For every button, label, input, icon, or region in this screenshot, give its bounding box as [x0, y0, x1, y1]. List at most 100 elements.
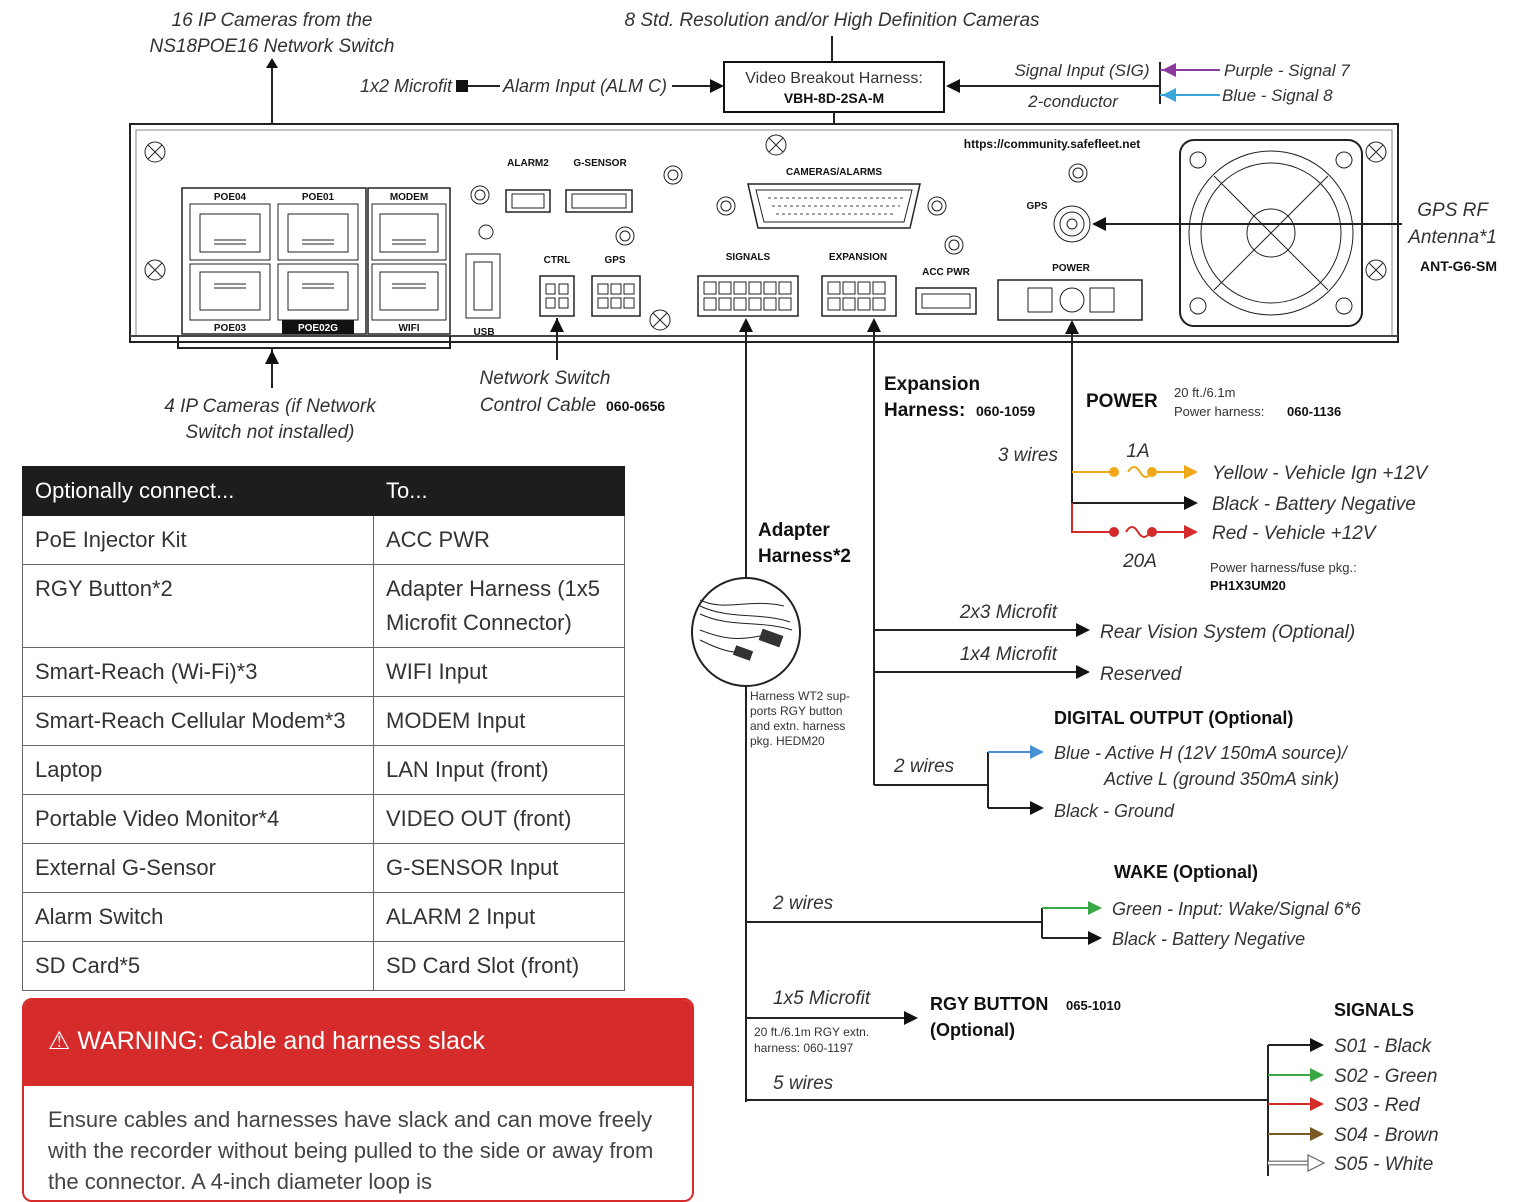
- exp-part: 060-1059: [976, 403, 1035, 419]
- microfit-2x3-label: 2x3 Microfit: [959, 602, 1058, 623]
- nsc-label-line2: Control Cable: [480, 395, 596, 416]
- port-cell: VIDEO OUT (front): [373, 794, 625, 844]
- port-poe03-label: POE03: [214, 323, 247, 334]
- vbh-box: [723, 61, 945, 113]
- optional-connections-table: Optionally connect... To... PoE Injector…: [22, 466, 625, 991]
- port-cell: ALARM 2 Input: [373, 892, 625, 942]
- adapter-label-2: Harness*2: [758, 546, 851, 567]
- signal-input-label: Signal Input (SIG): [1014, 61, 1149, 80]
- device-cell: Portable Video Monitor*4: [22, 794, 374, 844]
- exp-label-line2: Harness:: [884, 400, 965, 421]
- wiring-diagram: 16 IP Cameras from the NS18POE16 Network…: [129, 10, 1497, 1176]
- exp-label-line1: Expansion: [884, 374, 980, 395]
- s05-label: S05 - White: [1334, 1154, 1433, 1175]
- wt2-note-3: and extn. harness: [750, 719, 845, 733]
- microfit-1x4-label: 1x4 Microfit: [960, 644, 1058, 665]
- port-gps-connector-label: GPS: [604, 255, 625, 266]
- power-length: 20 ft./6.1m: [1174, 385, 1235, 400]
- two-wires-a-label: 2 wires: [893, 756, 955, 777]
- port-power-label: POWER: [1052, 263, 1091, 274]
- wake-title: WAKE (Optional): [1114, 862, 1258, 882]
- port-cell: LAN Input (front): [373, 745, 625, 795]
- vbh-part: VBH-8D-2SA-M: [784, 90, 884, 106]
- wt2-note-2: ports RGY button: [750, 704, 843, 718]
- yellow-wire-label: Yellow - Vehicle Ign +12V: [1212, 463, 1430, 484]
- table-header-cell: To...: [373, 466, 625, 516]
- device-cell: PoE Injector Kit: [22, 515, 374, 565]
- signals-title: SIGNALS: [1334, 1000, 1414, 1020]
- power-part: 060-1136: [1287, 404, 1341, 419]
- reserved-label: Reserved: [1100, 664, 1183, 685]
- port-alarm2-label: ALARM2: [507, 158, 549, 169]
- fuse-pkg-label: Power harness/fuse pkg.:: [1210, 560, 1357, 575]
- rgy-ext-line1: 20 ft./6.1m RGY extn.: [754, 1025, 869, 1039]
- wake-black-label: Black - Battery Negative: [1112, 929, 1305, 949]
- port-cell: ACC PWR: [373, 515, 625, 565]
- red-wire-label: Red - Vehicle +12V: [1212, 523, 1378, 544]
- warning-title: WARNING: Cable and harness slack: [77, 1027, 485, 1055]
- table-header-row: Optionally connect... To...: [22, 466, 625, 516]
- port-cell: SD Card Slot (front): [373, 941, 625, 991]
- support-url: https://community.safefleet.net: [964, 137, 1140, 151]
- port-expansion-label: EXPANSION: [829, 252, 887, 263]
- port-cell: WIFI Input: [373, 647, 625, 697]
- adapter-label-1: Adapter: [758, 520, 830, 541]
- vbh-title: Video Breakout Harness:: [745, 70, 923, 87]
- two-wires-b-label: 2 wires: [772, 893, 834, 914]
- rgy-optional: (Optional): [930, 1020, 1015, 1040]
- port-poe02g-label: POE02G: [298, 323, 338, 334]
- warning-icon: ⚠: [48, 1027, 71, 1055]
- five-wires-label: 5 wires: [773, 1073, 834, 1094]
- two-conductor-label: 2-conductor: [1027, 92, 1119, 111]
- gps-rf-label-1: GPS RF: [1417, 200, 1489, 221]
- rgy-ext-line2: harness: 060-1197: [754, 1041, 854, 1055]
- wt2-note-4: pkg. HEDM20: [750, 734, 825, 748]
- table-header-cell: Optionally connect...: [22, 466, 374, 516]
- alarm-input-label: Alarm Input (ALM C): [502, 76, 667, 96]
- port-cell: G-SENSOR Input: [373, 843, 625, 893]
- port-poe01-label: POE01: [302, 192, 335, 203]
- port-cell: Adapter Harness (1x5 Microfit Connector): [373, 564, 625, 648]
- recorder-rear-panel: POE04 POE01 MODEM POE03 POE02G WIFI USB …: [129, 123, 1399, 343]
- device-cell: SD Card*5: [22, 941, 374, 991]
- do-blue-line2: Active L (ground 350mA sink): [1103, 769, 1339, 789]
- device-cell: Smart-Reach (Wi-Fi)*3: [22, 647, 374, 697]
- port-poe04-label: POE04: [214, 192, 247, 203]
- rgy-part: 065-1010: [1066, 998, 1121, 1013]
- device-cell: RGY Button*2: [22, 564, 374, 648]
- wt2-note-1: Harness WT2 sup-: [750, 689, 850, 703]
- black-battery-label: Black - Battery Negative: [1212, 494, 1416, 515]
- port-ctrl-label: CTRL: [544, 255, 571, 266]
- ip4-label-line1: 4 IP Cameras (if Network: [164, 396, 377, 417]
- rear-vision-label: Rear Vision System (Optional): [1100, 622, 1355, 643]
- port-acc-pwr-label: ACC PWR: [922, 267, 971, 278]
- port-cameras-alarms-label: CAMERAS/ALARMS: [786, 167, 882, 178]
- fuse-part: PH1X3UM20: [1210, 578, 1286, 593]
- blue-signal-label: Blue - Signal 8: [1222, 86, 1333, 105]
- s04-label: S04 - Brown: [1334, 1125, 1439, 1146]
- warning-box: ⚠ WARNING: Cable and harness slack Ensur…: [22, 998, 694, 1202]
- warning-body: Ensure cables and harnesses have slack a…: [48, 1107, 654, 1194]
- port-cell: MODEM Input: [373, 696, 625, 746]
- purple-signal-label: Purple - Signal 7: [1224, 61, 1350, 80]
- port-usb-label: USB: [473, 327, 494, 338]
- device-cell: Smart-Reach Cellular Modem*3: [22, 696, 374, 746]
- device-cell: Alarm Switch: [22, 892, 374, 942]
- adapter-harness-illustration: [691, 577, 801, 687]
- port-wifi-label: WIFI: [398, 323, 419, 334]
- gps-part: ANT-G6-SM: [1420, 258, 1497, 274]
- power-harness-label: Power harness:: [1174, 404, 1264, 419]
- device-cell: Laptop: [22, 745, 374, 795]
- three-wires-label: 3 wires: [998, 445, 1059, 466]
- nsc-label-line1: Network Switch: [480, 368, 611, 389]
- microfit-1x5-label: 1x5 Microfit: [773, 988, 871, 1009]
- warning-header: ⚠ WARNING: Cable and harness slack: [24, 1000, 692, 1086]
- do-blue-line1: Blue - Active H (12V 150mA source)/: [1054, 743, 1349, 763]
